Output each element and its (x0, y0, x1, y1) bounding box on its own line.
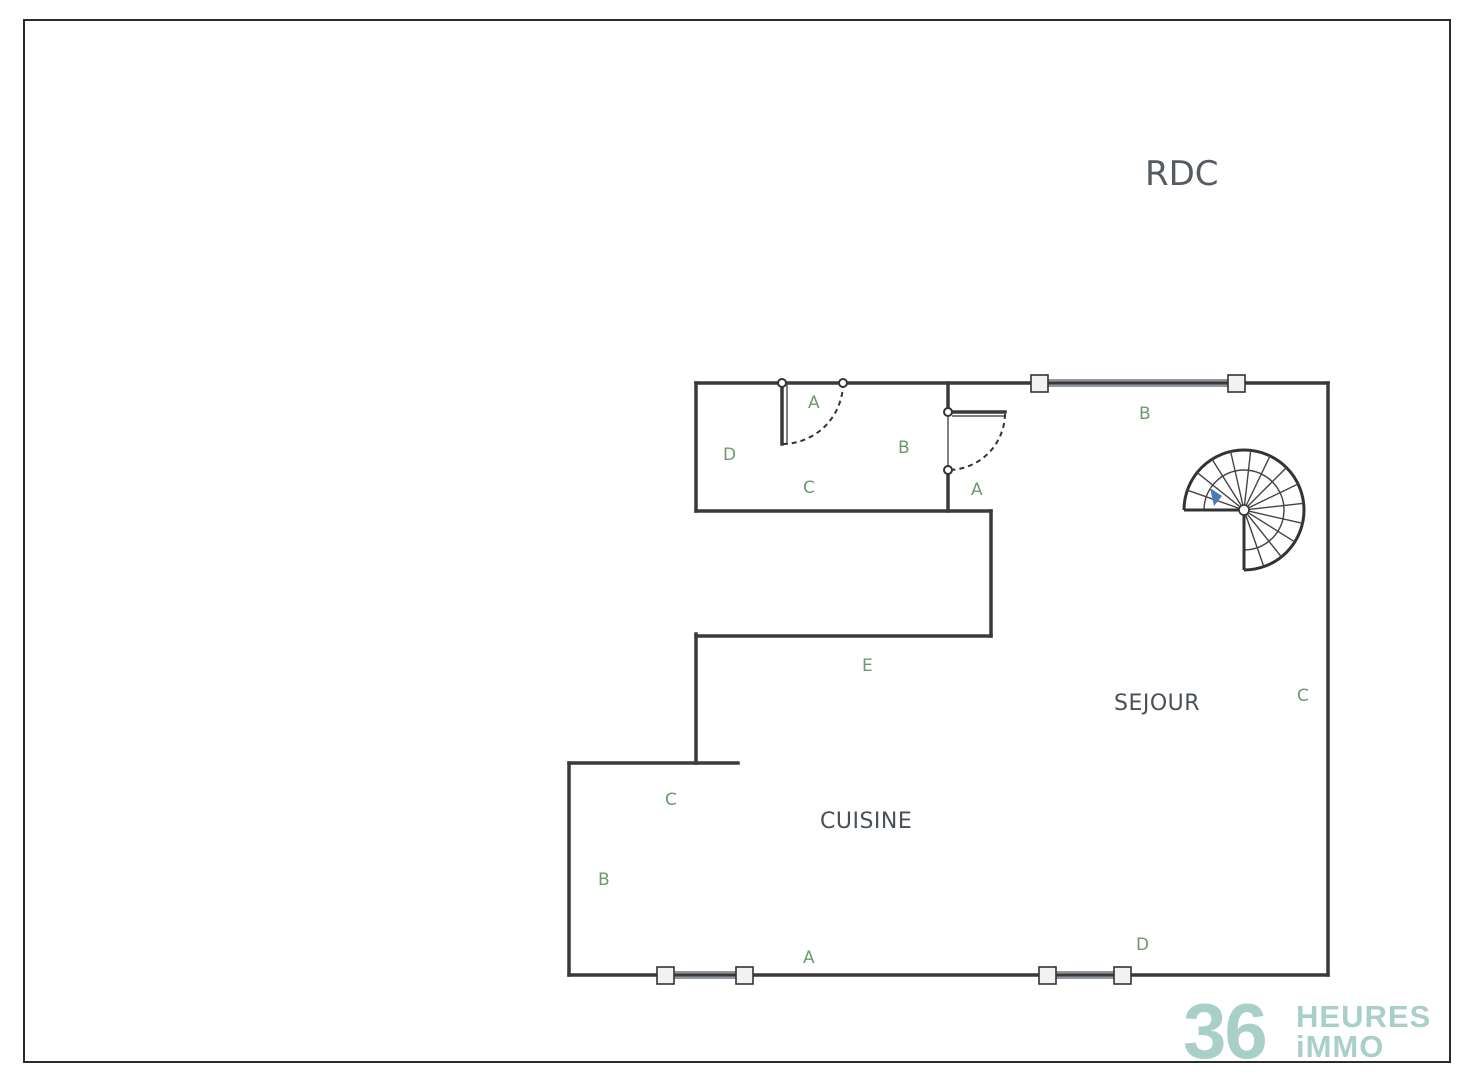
stair-tread (1248, 510, 1303, 525)
window-top (1030, 374, 1246, 393)
wall-label: B (1139, 404, 1151, 424)
wall-label: D (1136, 935, 1149, 955)
window-bottom-left (656, 966, 754, 985)
wall-label: C (665, 790, 677, 810)
wall-label: C (1297, 686, 1309, 706)
wc-door (943, 407, 1007, 475)
stair-tread (1243, 450, 1252, 506)
stair-tread (1247, 512, 1296, 543)
wall-label: D (723, 445, 736, 465)
wall-label: E (862, 656, 873, 676)
level-title: RDC (1145, 154, 1219, 194)
stair-tread (1229, 451, 1244, 506)
wall-label: B (598, 870, 610, 890)
room-label-sejour: SEJOUR (1114, 691, 1200, 716)
walls (567, 381, 1330, 977)
wall-label: C (803, 478, 815, 498)
stair-tread (1248, 502, 1304, 511)
plan-frame (23, 19, 1451, 1063)
window-bottom-right (1038, 966, 1132, 985)
wall-label: A (971, 480, 983, 500)
stair-center-post (1238, 504, 1250, 516)
wall-label: A (808, 393, 820, 413)
stair-tread (1248, 483, 1299, 509)
brand-logo: 36 HEURES iMMO (1183, 987, 1431, 1075)
logo-word-immo: iMMO (1296, 1029, 1384, 1064)
stair-tread (1247, 467, 1287, 507)
logo-number: 36 (1183, 987, 1266, 1075)
logo-word-heures: HEURES (1296, 999, 1431, 1034)
wall-label: A (803, 948, 815, 968)
stair-tread (1246, 513, 1282, 558)
stair-tread (1244, 514, 1265, 567)
entry-door (777, 378, 848, 446)
wall-label: B (898, 438, 910, 458)
stair-tread (1245, 455, 1271, 506)
spiral-staircase (1182, 448, 1306, 572)
room-label-cuisine: CUISINE (820, 809, 912, 834)
stair-direction-arrow (1210, 488, 1222, 506)
stair-tread (1211, 458, 1242, 507)
stair-tread (1196, 472, 1241, 508)
